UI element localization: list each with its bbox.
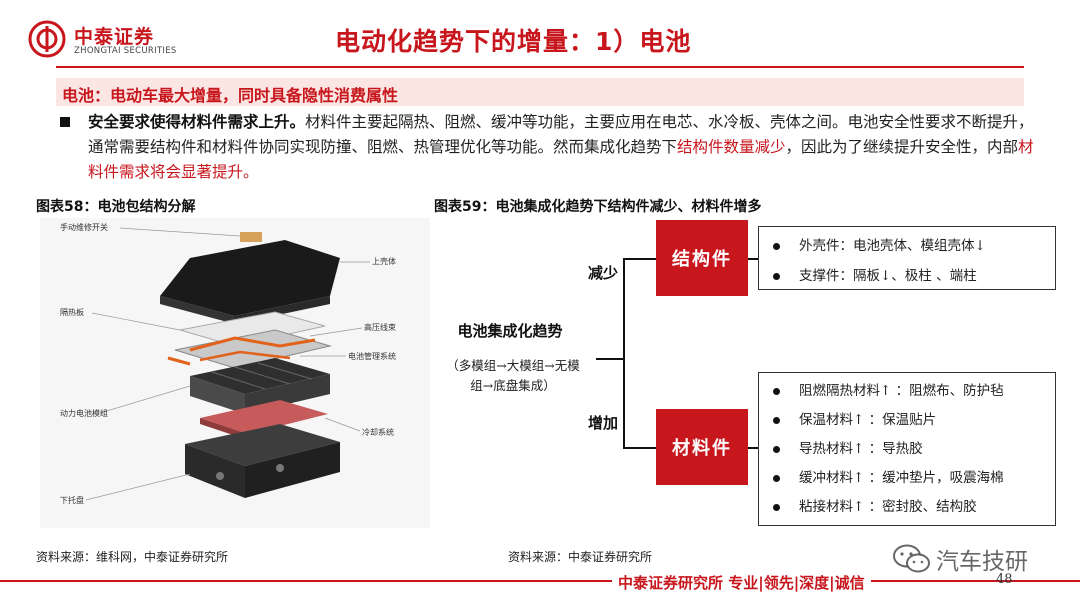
label-manual-switch: 手动维修开关 xyxy=(60,223,108,232)
brand-name-cn: 中泰证券 xyxy=(74,26,155,48)
source-note-left: 资料来源：维科网，中泰证券研究所 xyxy=(36,550,229,564)
diagram-root-label: 电池集成化趋势 xyxy=(457,322,563,340)
connector-to-material xyxy=(623,447,656,449)
label-bms: 电池管理系统 xyxy=(348,352,396,361)
page-number: 48 xyxy=(996,572,1013,587)
title-divider xyxy=(56,66,1024,68)
label-pads: 隔热板 xyxy=(60,308,84,317)
label-modules: 动力电池模组 xyxy=(60,409,108,418)
figure58-title: 图表58：电池包结构分解 xyxy=(36,199,196,215)
battery-pack-exploded-image: 手动维修开关 上壳体 隔热板 高压线束 电池管理系统 动力电池模组 冷却系统 下… xyxy=(40,218,430,528)
material-item: 缓冲材料↑ ：缓冲垫片，吸震海棉 xyxy=(769,464,1045,493)
slide-title: 电动化趋势下的增量：1）电池 xyxy=(335,27,692,56)
paragraph-highlight-2: 材料件需求将会显著提升。 xyxy=(88,138,1034,181)
body-paragraph: 安全要求使得材料件需求上升。材料件主要起隔热、阻燃、缓冲等功能，主要应用在电芯、… xyxy=(88,110,1043,185)
connector-structural-list xyxy=(748,258,758,260)
square-bullet-icon xyxy=(60,117,70,127)
source-note-right: 资料来源：中泰证券研究所 xyxy=(508,550,653,564)
root-sub-line-2: 组→底盘集成） xyxy=(470,378,556,393)
paragraph-lead: 安全要求使得材料件需求上升。 xyxy=(88,113,306,131)
wechat-icon xyxy=(893,544,930,573)
material-parts-box: 材料件 xyxy=(656,409,748,485)
figure59-title: 图表59：电池集成化趋势下结构件减少、材料件增多 xyxy=(434,199,762,215)
subheading: 电池：电动车最大增量，同时具备隐性消费属性 xyxy=(62,86,399,105)
watermark-text: 汽车技研 xyxy=(936,549,1028,575)
paragraph-text-1: 材料件主要起隔热、阻燃、缓冲等功能，主要应用在电芯、水冷板、壳体之间。电池安全性… xyxy=(88,113,1034,156)
connector-root xyxy=(596,358,624,360)
branch-increase-label: 增加 xyxy=(588,414,619,432)
paragraph-text-2: ，因此为了继续提升安全性，内部 xyxy=(785,138,1019,156)
footer-tagline: 中泰证券研究所 专业|领先|深度|诚信 xyxy=(612,572,871,593)
root-sub-line-1: （多模组→大模组→无模 xyxy=(446,358,580,373)
label-tray: 下托盘 xyxy=(60,496,84,505)
battery-pack-illustration xyxy=(85,227,370,501)
zhongtai-logo-icon xyxy=(28,20,66,58)
label-cooling: 冷却系统 xyxy=(362,428,394,437)
branch-decrease-label: 减少 xyxy=(588,264,619,282)
material-item: 保温材料↑ ：保温贴片 xyxy=(769,406,1045,435)
connector-to-structural xyxy=(623,258,656,260)
label-hv-harness: 高压线束 xyxy=(364,323,396,332)
material-item: 阻燃隔热材料↑ ：阻燃布、防护毡 xyxy=(769,377,1045,406)
wechat-watermark: 汽车技研 xyxy=(890,540,1060,580)
brand-name-en: ZHONGTAI SECURITIES xyxy=(74,46,177,56)
label-upper-case: 上壳体 xyxy=(372,257,396,266)
material-item: 粘接材料↑ ：密封胶、结构胶 xyxy=(769,493,1045,522)
diagram-root-subtitle: （多模组→大模组→无模 组→底盘集成） xyxy=(428,356,598,396)
connector-vertical xyxy=(623,258,625,448)
material-item: 导热材料↑ ：导热胶 xyxy=(769,435,1045,464)
structural-item: 外壳件：电池壳体、模组壳体↓ xyxy=(769,231,1045,261)
material-items-box: 阻燃隔热材料↑ ：阻燃布、防护毡 保温材料↑ ：保温贴片 导热材料↑ ：导热胶 … xyxy=(758,372,1056,526)
company-logo: 中泰证券 ZHONGTAI SECURITIES xyxy=(28,20,188,60)
structural-parts-box: 结构件 xyxy=(656,220,748,296)
structural-items-box: 外壳件：电池壳体、模组壳体↓ 支撑件：隔板↓、极柱 、端柱 xyxy=(758,226,1056,290)
connector-material-list xyxy=(748,447,758,449)
footer-divider xyxy=(0,580,1080,582)
structural-item: 支撑件：隔板↓、极柱 、端柱 xyxy=(769,261,1045,291)
subheading-background xyxy=(56,78,1024,106)
paragraph-highlight-1: 结构件数量减少 xyxy=(677,138,786,156)
